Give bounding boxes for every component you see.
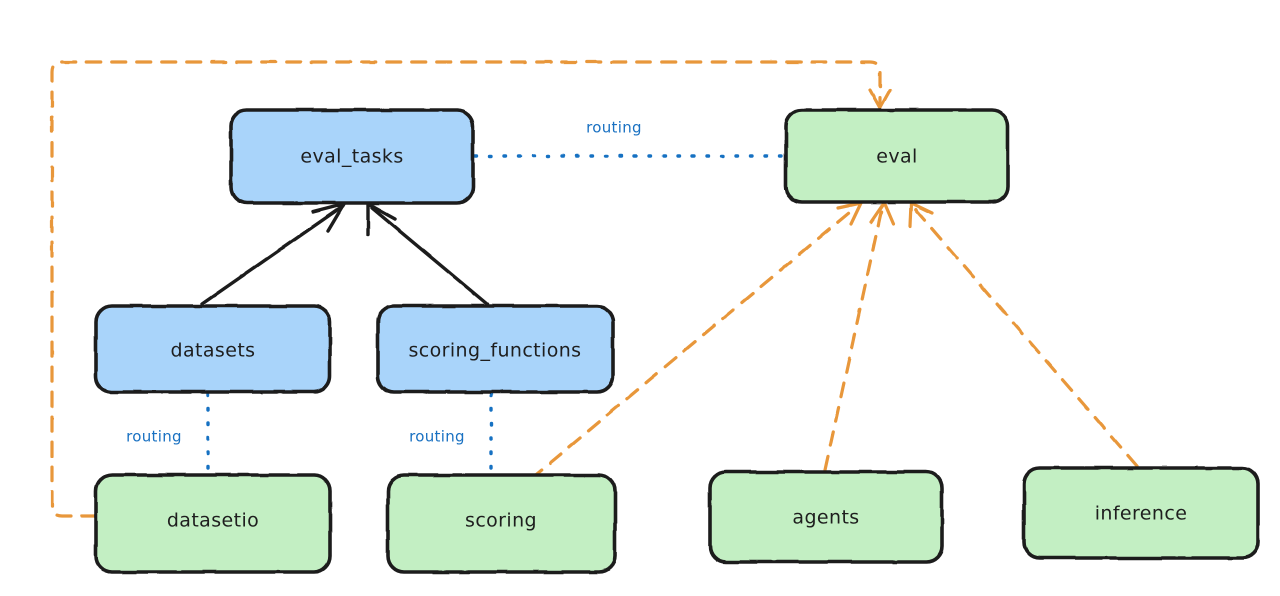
node-datasets-label: datasets bbox=[171, 340, 256, 362]
node-datasetio-shape bbox=[94, 473, 332, 574]
node-inference-label: inference bbox=[1095, 503, 1188, 525]
edge-datasets-eval_tasks bbox=[200, 202, 346, 306]
edge-label-routing-scoring_functions-scoring: routing bbox=[409, 428, 465, 446]
node-inference-shape bbox=[1022, 466, 1260, 560]
node-agents[interactable]: agents bbox=[708, 470, 944, 564]
node-datasetio[interactable]: datasetio bbox=[94, 473, 332, 574]
node-datasets[interactable]: datasets bbox=[94, 304, 332, 394]
node-scoring-label: scoring bbox=[465, 510, 537, 532]
edge-datasetio-eval bbox=[50, 60, 892, 518]
node-scoring_functions[interactable]: scoring_functions bbox=[376, 304, 615, 394]
node-scoring[interactable]: scoring bbox=[386, 473, 617, 574]
node-agents-shape bbox=[708, 470, 944, 564]
node-eval-label: eval bbox=[876, 146, 917, 168]
node-eval[interactable]: eval bbox=[784, 108, 1010, 204]
node-datasets-shape bbox=[94, 304, 332, 394]
edge-scoring_functions-eval_tasks bbox=[366, 202, 489, 306]
node-eval-shape bbox=[784, 108, 1010, 204]
node-eval_tasks-label: eval_tasks bbox=[300, 146, 403, 168]
edge-label-routing-eval_tasks-eval: routing bbox=[586, 119, 642, 137]
node-scoring_functions-shape bbox=[376, 304, 615, 394]
node-inference[interactable]: inference bbox=[1022, 466, 1260, 560]
node-scoring-shape bbox=[386, 473, 617, 574]
node-eval_tasks-shape bbox=[229, 108, 475, 205]
edge-label-layer: routing routing routing bbox=[126, 119, 642, 446]
node-layer: eval_tasks eval datasets scoring_functio… bbox=[94, 108, 1260, 574]
node-scoring_functions-label: scoring_functions bbox=[409, 340, 582, 362]
edge-label-routing-datasets-datasetio: routing bbox=[126, 428, 182, 446]
edge-inference-eval bbox=[908, 201, 1139, 468]
edge-agents-eval bbox=[823, 201, 895, 472]
node-eval_tasks[interactable]: eval_tasks bbox=[229, 108, 475, 205]
node-agents-label: agents bbox=[792, 507, 859, 529]
edge-layer bbox=[50, 60, 1139, 518]
node-datasetio-label: datasetio bbox=[167, 510, 259, 532]
